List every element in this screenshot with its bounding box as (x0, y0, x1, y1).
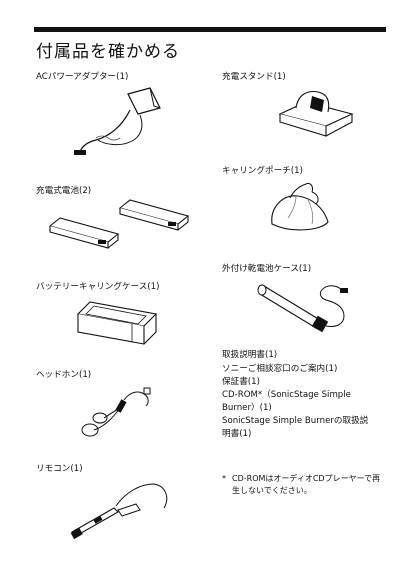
label-rechargeable-battery: 充電式電池(2) (36, 186, 92, 196)
doc-warranty: 保証書(1) (222, 377, 260, 387)
charging-stand-illustration (276, 84, 356, 140)
label-headphones: ヘッドホン(1) (36, 370, 92, 380)
doc-cd-rom-line2: Burner）(1) (222, 403, 272, 413)
battery-pair-illustration (46, 198, 196, 254)
footnote-line1: CD-ROMはオーディオCDプレーヤーで再 (232, 474, 381, 483)
doc-sony-support-guide: ソニーご相談窓口のご案内(1) (222, 364, 338, 374)
footnote: * CD-ROMはオーディオCDプレーヤーで再 生しないでください。 (222, 473, 387, 497)
label-remote: リモコン(1) (36, 464, 83, 474)
remote-illustration (66, 474, 176, 540)
doc-simple-burner-manual-line1: SonicStage Simple Burnerの取扱説 (222, 416, 369, 426)
footnote-marker: * (222, 474, 226, 483)
label-charging-stand: 充電スタンド(1) (222, 72, 286, 82)
ac-adaptor-illustration (70, 82, 170, 160)
doc-simple-burner-manual-line2: 明書(1) (222, 429, 252, 439)
doc-operating-instructions: 取扱説明書(1) (222, 350, 278, 360)
label-ac-adaptor: ACパワーアダプター(1) (36, 72, 129, 82)
battery-carrying-case-illustration (72, 294, 162, 346)
page-title: 付属品を確かめる (36, 42, 180, 62)
external-battery-case-illustration (256, 276, 352, 338)
headphones-illustration (70, 382, 160, 448)
label-carrying-pouch: キャリングポーチ(1) (222, 166, 303, 176)
title-rule (34, 27, 386, 32)
carrying-pouch-illustration (262, 178, 342, 240)
doc-cd-rom-line1: CD-ROM*（SonicStage Simple (222, 390, 351, 400)
label-external-battery-case: 外付け乾電池ケース(1) (222, 264, 312, 274)
label-battery-carrying-case: バッテリーキャリングケース(1) (36, 282, 160, 292)
footnote-line2: 生しないでください。 (232, 486, 312, 495)
documents-list: 取扱説明書(1) ソニーご相談窓口のご案内(1) 保証書(1) CD-ROM*（… (222, 349, 387, 441)
